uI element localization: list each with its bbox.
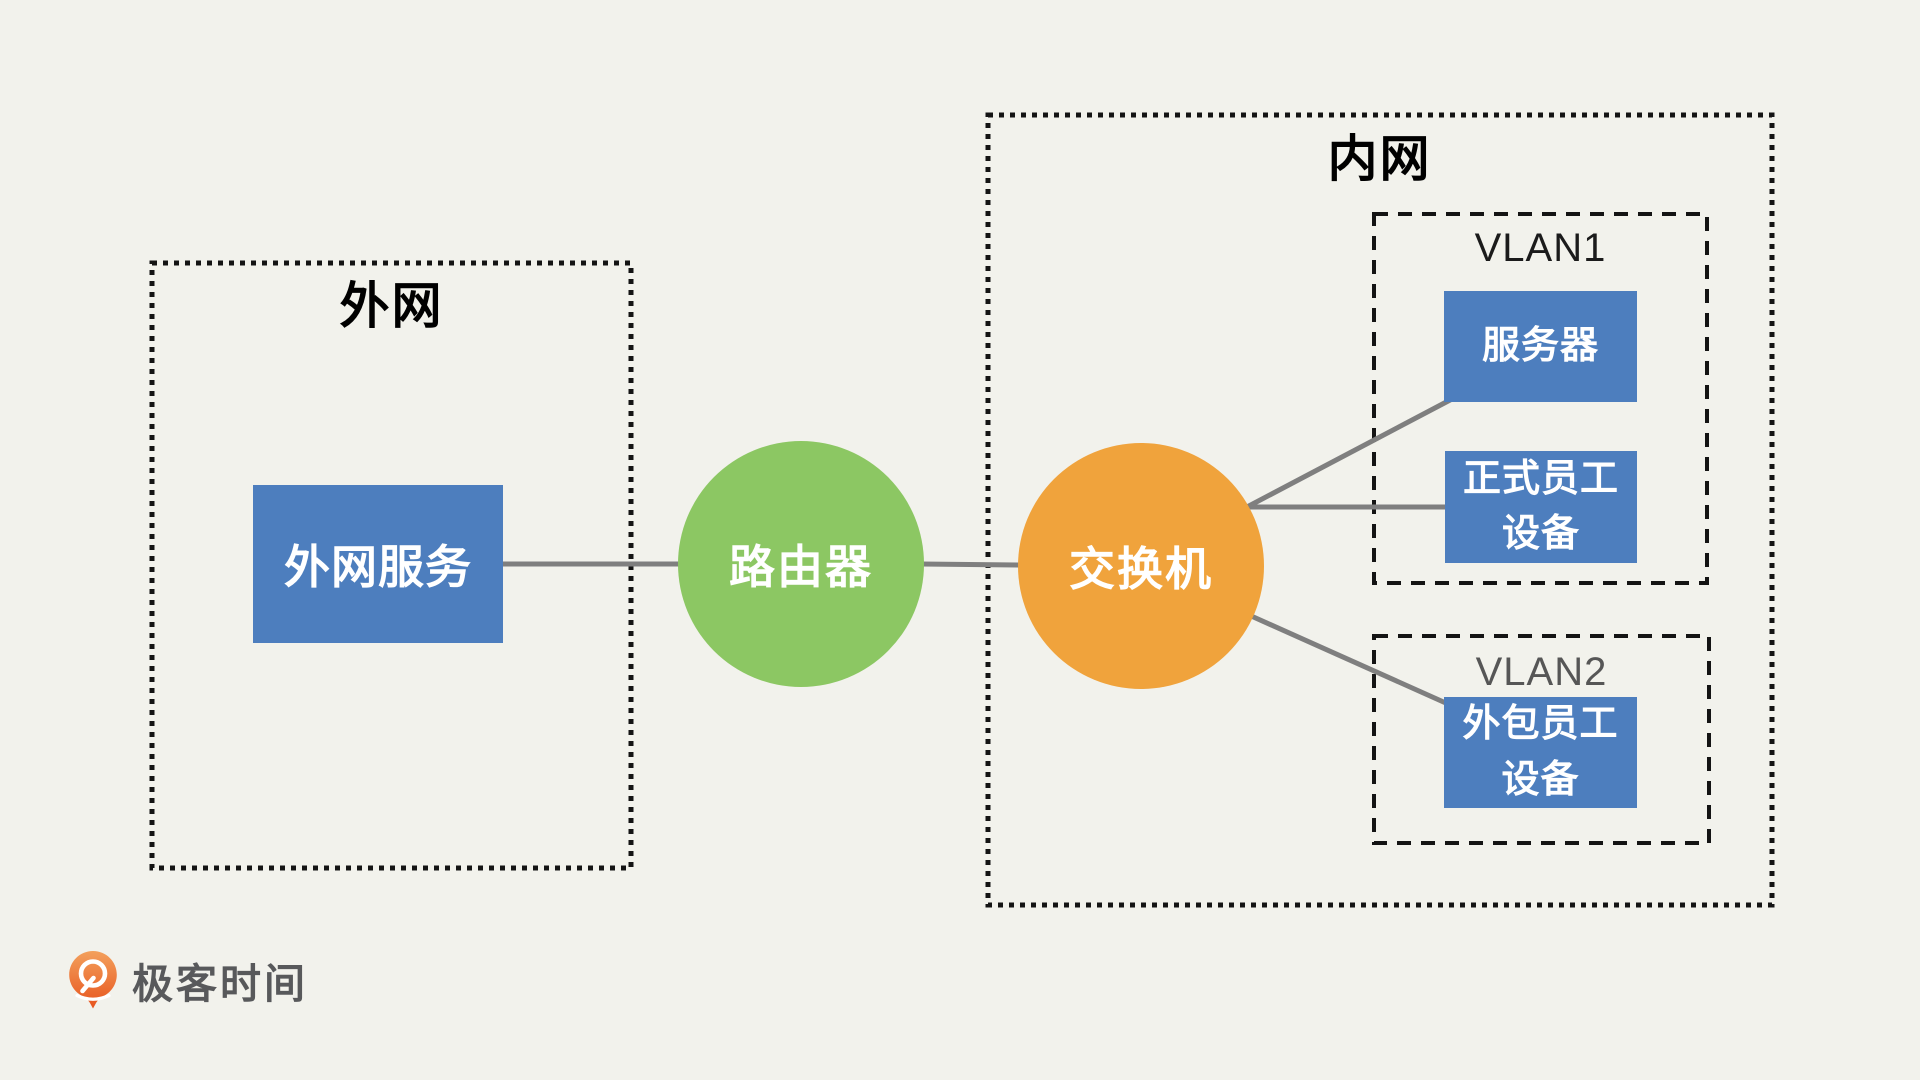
external-network-label: 外网 (339, 278, 444, 334)
vlan2-border (1372, 634, 1711, 845)
link-switch-to-server (1245, 396, 1454, 510)
geektime-logo: 极客时间 (68, 950, 308, 1010)
geektime-logo-text: 极客时间 (132, 961, 308, 1007)
staff-devices-line2: 设备 (1501, 513, 1580, 555)
outsourced-devices-line1: 外包员工 (1462, 703, 1619, 746)
internal-network-border (985, 112, 1775, 908)
vlan1-label: VLAN1 (1474, 225, 1607, 270)
external-service-node: 外网服务 (253, 485, 503, 643)
outsourced-devices-line2: 设备 (1501, 758, 1580, 801)
vlan2-label: VLAN2 (1475, 649, 1608, 694)
server-node: 服务器 (1444, 291, 1637, 402)
link-switch-to-outsourced-devices (1247, 612, 1450, 707)
staff-devices-node: 正式员工 设备 (1445, 451, 1637, 563)
internal-network-label: 内网 (1327, 131, 1432, 187)
vlan1-border (1372, 212, 1709, 585)
geektime-logo-icon (69, 951, 117, 1009)
router-node: 路由器 (678, 441, 924, 687)
switch-node: 交换机 (1018, 443, 1264, 689)
staff-devices-line1: 正式员工 (1462, 457, 1619, 500)
link-router-to-switch (920, 561, 1021, 568)
outsourced-devices-node: 外包员工 设备 (1444, 697, 1637, 808)
